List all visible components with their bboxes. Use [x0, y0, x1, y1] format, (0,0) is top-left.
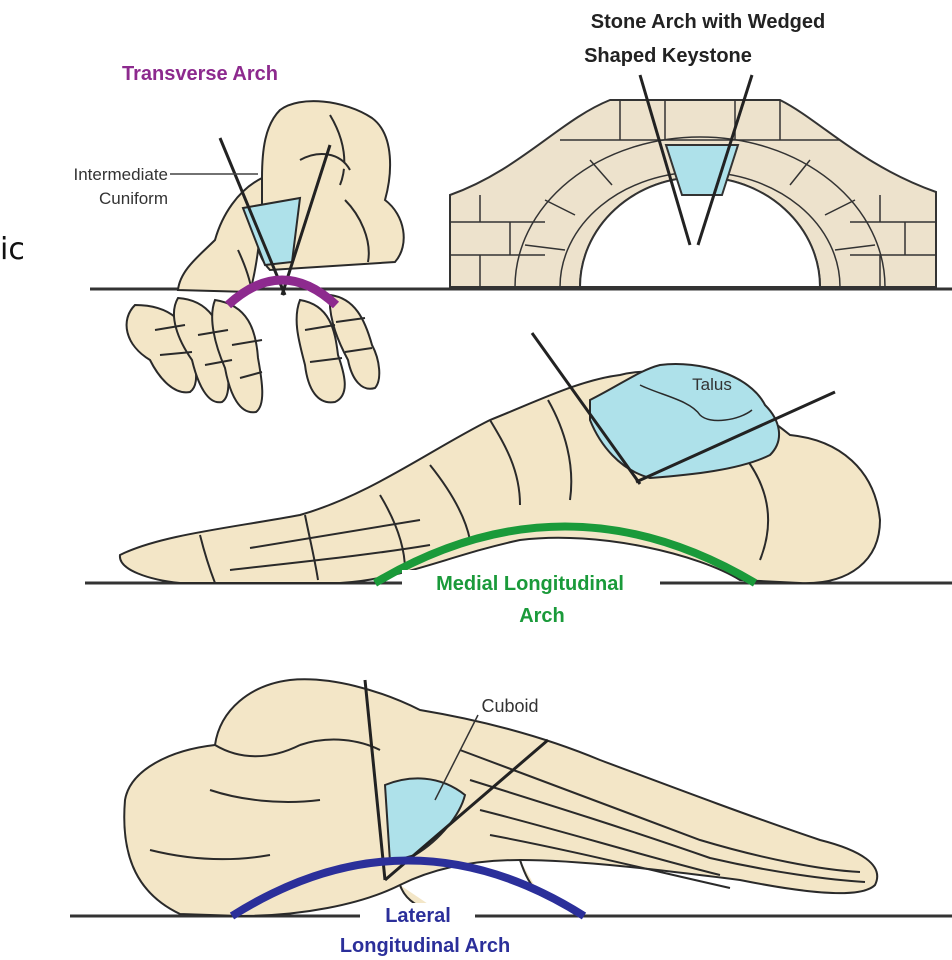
- transverse-arch-title: Transverse Arch: [122, 63, 278, 85]
- stone-arch-title-1: Stone Arch with Wedged: [591, 11, 825, 33]
- lateral-arch-label-2: Longitudinal Arch: [340, 935, 510, 957]
- lateral-arch-label-1: Lateral: [385, 905, 451, 927]
- medial-arch-label-1: Medial Longitudinal: [436, 573, 624, 595]
- lateral-arch-figure: Cuboid Lateral Longitudinal Arch: [70, 679, 952, 957]
- stone-arch-figure: Stone Arch with Wedged Shaped Keystone: [450, 11, 936, 287]
- intermediate-label-1: Intermediate: [74, 165, 169, 184]
- medial-arch-label-2: Arch: [519, 605, 565, 627]
- talus-label: Talus: [692, 375, 732, 394]
- stone-arch-title-2: Shaped Keystone: [584, 45, 752, 67]
- cuboid-label: Cuboid: [481, 696, 538, 716]
- medial-foot-bones: [120, 371, 880, 583]
- intermediate-label-2: Cuniform: [99, 189, 168, 208]
